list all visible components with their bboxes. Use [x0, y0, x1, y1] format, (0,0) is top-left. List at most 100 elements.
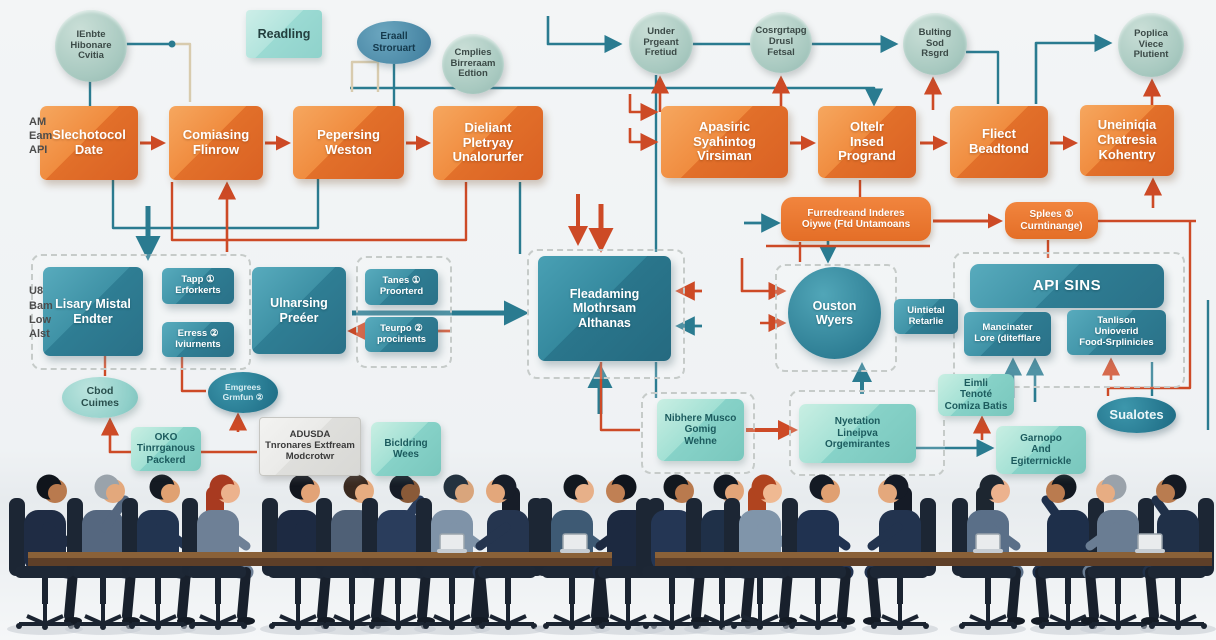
node-label-line: Weston [325, 141, 372, 157]
node-label-line: Cvitia [78, 50, 104, 62]
person-silhouette [684, 474, 760, 635]
node-label-line: Furredreand Inderes [807, 207, 905, 219]
node-label-line: Bulting [918, 26, 952, 38]
node-label-line: API SINS [1032, 277, 1102, 295]
node-label-line: Prgeant [643, 36, 679, 48]
node-label-line: Emgrees [225, 381, 261, 392]
node-label-line: Althanas [578, 315, 631, 330]
node-label-line: Teurpo ② [380, 322, 423, 334]
node-label-line: Eimli [964, 377, 988, 389]
node-label-line: Tinrrganous [136, 443, 196, 455]
node-label-line: Alst [29, 328, 50, 341]
node-label-line: Nibhere Musco [664, 412, 737, 424]
node-label-line: Lisary Mistal [55, 297, 131, 312]
node-label-line: Curntinange) [1020, 220, 1083, 232]
node-label-line: Wyers [815, 313, 854, 327]
node-label-line: Under [647, 25, 675, 37]
node-label-line: Ulnarsing [270, 296, 328, 311]
node-label-line: Kohentry [1098, 146, 1156, 162]
node-label-line: Unalorurfer [452, 149, 524, 165]
node-label-line: Grmfun ② [222, 391, 264, 402]
node-label-line: Gomig [684, 424, 717, 436]
node-label-line: Tapp ① [181, 274, 215, 286]
node-label-line: Cosrgrtapg [755, 25, 807, 37]
node-label-line: Stroruart [372, 42, 416, 54]
node-label-line: Modcrotwr [285, 450, 335, 462]
node-label-line: Cuimes [81, 396, 119, 409]
node-label-line: OKO [154, 431, 178, 443]
node-label-line: Insed [850, 133, 884, 149]
node-label-line: And [1031, 444, 1051, 456]
node-label-line: Dieliant [464, 119, 512, 135]
box-api-sins: API SINS [970, 264, 1164, 308]
person-silhouette [470, 474, 546, 635]
node-label-line: Comiasing [182, 127, 250, 143]
node-label-line: Date [74, 142, 104, 157]
laptop [973, 533, 1003, 553]
node-label-line: Splees ① [1029, 209, 1074, 221]
person-silhouette [414, 474, 490, 635]
laptop [1135, 533, 1165, 553]
node-label-line: Bam [29, 299, 53, 312]
node-label-line: Fleadaming [569, 287, 640, 302]
person-silhouette [590, 474, 666, 635]
node-label-line: Oltelr [850, 118, 884, 134]
node-label-line: Oiywe (Ftd Untamoans [801, 219, 911, 230]
node-label-line: Apasiric [698, 118, 751, 134]
node-label-line: Eraall [380, 31, 408, 43]
node-label-line: Rsgrd [921, 48, 949, 60]
node-label-line: Flinrow [192, 142, 240, 157]
person-silhouette [950, 474, 1026, 635]
node-label-line: Garnopo [1020, 432, 1062, 444]
node-label-line: Edtion [458, 68, 488, 80]
node-label-line: Uintietal [907, 304, 945, 316]
person-silhouette [1030, 474, 1106, 635]
node-label-line: Mancinater [982, 322, 1033, 334]
node-label-line: Syahintog [693, 133, 756, 149]
node-label-line: Uneiniqia [1097, 117, 1157, 133]
person-silhouette [634, 474, 710, 635]
node-label-line: Nyetation [834, 416, 881, 428]
node-label-line: Poplica [1134, 27, 1168, 39]
node-label-line: Egiterrnickle [1010, 455, 1072, 467]
node-label-line: Plutient [1133, 49, 1169, 61]
node-label-line: Pletryay [462, 134, 514, 150]
node-label-line: Erress ② [177, 327, 219, 339]
person-silhouette [862, 474, 938, 635]
node-label-line: U8 [29, 285, 44, 298]
node-label-line: Fretiud [644, 47, 678, 59]
node-label-line: Beadtond [969, 141, 1029, 156]
node-label-line: Readling [257, 26, 311, 41]
node-label-line: procirients [376, 333, 427, 345]
laptop [560, 533, 590, 553]
person-silhouette [120, 474, 196, 635]
node-label-line: Virsiman [697, 148, 752, 164]
node-label-line: Hibonare [70, 39, 112, 51]
